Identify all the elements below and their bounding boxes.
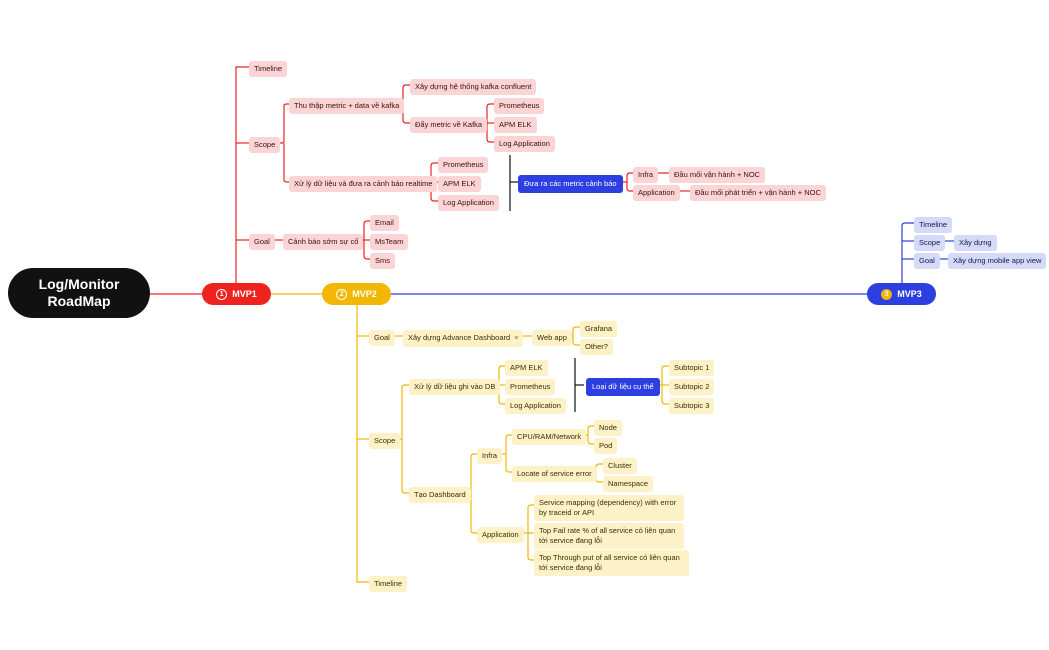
mvp1-early-alert[interactable]: Cảnh báo sớm sự cố [283,234,364,250]
mvp1-number-badge: 1 [216,288,228,300]
mvp3-scope-item[interactable]: Xây dựng [954,235,997,251]
mvp3-timeline[interactable]: Timeline [914,217,953,233]
mvp2-locate-item[interactable]: Namespace [603,476,654,492]
mvp1-process-item[interactable]: APM ELK [438,176,481,192]
mvp2-subtopic[interactable]: Subtopic 2 [669,379,715,395]
mvp2-create-dashboard[interactable]: Tạo Dashboard [409,487,471,503]
mvp2-locate-item[interactable]: Cluster [603,458,637,474]
mvp3-number-badge: 3 [881,288,893,300]
mvp2-web-item[interactable]: Other? [580,339,613,355]
mvp1-scope[interactable]: Scope [249,137,281,153]
mvp1-goal[interactable]: Goal [249,234,275,250]
mvp1-process-item[interactable]: Log Application [438,195,499,211]
mvp2-subtopic[interactable]: Subtopic 3 [669,398,715,414]
mvp1-process-data[interactable]: Xử lý dữ liệu và đưa ra cảnh báo realtim… [289,176,438,192]
mvp2-advance-dashboard[interactable]: Xây dựng Advance Dashboard≡ [403,330,524,347]
mvp2-locate-error[interactable]: Locate of service error [512,466,597,482]
mvp1-collect-metric[interactable]: Thu thập metric + data về kafka [289,98,405,114]
mvp1-infra[interactable]: Infra [633,167,659,183]
mvp1-channel[interactable]: Email [370,215,399,231]
mvp1-infra-owner[interactable]: Đầu mối vận hành + NOC [669,167,766,183]
mvp2-label: MVP2 [352,289,377,299]
mvp1-push-item[interactable]: Log Application [494,136,555,152]
mvp1-push-item[interactable]: Prometheus [494,98,545,114]
root-topic[interactable]: Log/Monitor RoadMap [8,268,150,318]
mvp3-goal[interactable]: Goal [914,253,940,269]
mvp2-scope[interactable]: Scope [369,433,401,449]
mvp3-label: MVP3 [897,289,922,299]
mvp1-kafka-system[interactable]: Xây dựng hệ thống kafka confluent [410,79,537,95]
mvp1-push-item[interactable]: APM ELK [494,117,537,133]
mvp1-alert-metric[interactable]: Đưa ra các metric cảnh báo [518,175,623,193]
mvp1-node[interactable]: 1 MVP1 [202,283,271,305]
mvp3-node[interactable]: 3 MVP3 [867,283,936,305]
mvp2-subtopic[interactable]: Subtopic 1 [669,360,715,376]
mvp2-store-item[interactable]: Log Application [505,398,566,414]
mvp2-node[interactable]: 2 MVP2 [322,283,391,305]
mvp1-timeline[interactable]: Timeline [249,61,288,77]
mvp2-store-item[interactable]: Prometheus [505,379,556,395]
mvp2-web-app[interactable]: Web app [532,330,572,346]
root-title-line1: Log/Monitor [38,276,120,292]
mvp1-channel[interactable]: Sms [370,253,395,269]
mvp2-application[interactable]: Application [477,527,524,543]
mvp1-application[interactable]: Application [633,185,680,201]
mvp2-app-item[interactable]: Top Fail rate % of all service có liên q… [534,523,684,549]
mvp1-process-item[interactable]: Prometheus [438,157,489,173]
mvp2-timeline[interactable]: Timeline [369,576,408,592]
mvp2-app-item[interactable]: Top Through put of all service có liên q… [534,550,689,576]
mvp2-web-item[interactable]: Grafana [580,321,618,337]
mvp3-goal-item[interactable]: Xây dựng mobile app view [948,253,1047,269]
mvp1-label: MVP1 [232,289,257,299]
mvp2-advance-dashboard-label: Xây dựng Advance Dashboard [408,333,511,342]
mvp3-scope[interactable]: Scope [914,235,946,251]
mvp2-cpu-ram-network[interactable]: CPU/RAM/Network [512,429,587,445]
mvp2-store-item[interactable]: APM ELK [505,360,548,376]
mvp2-store-db[interactable]: Xử lý dữ liệu ghi vào DB [409,379,501,395]
mvp2-cpu-item[interactable]: Node [594,420,622,436]
mvp2-infra[interactable]: Infra [477,448,503,464]
mvp2-app-item[interactable]: Service mapping (dependency) with error … [534,495,684,521]
mvp2-data-type[interactable]: Loại dữ liệu cụ thể [586,378,660,396]
mvp2-number-badge: 2 [336,288,348,300]
mvp2-cpu-item[interactable]: Pod [594,438,618,454]
mvp1-channel[interactable]: MsTeam [370,234,409,250]
notes-icon: ≡ [514,335,519,342]
mvp1-push-metric[interactable]: Đẩy metric về Kafka [410,117,488,133]
mvp2-goal[interactable]: Goal [369,330,395,346]
root-title-line2: RoadMap [47,293,111,309]
mvp1-app-owner[interactable]: Đầu mối phát triển + vận hành + NOC [690,185,826,201]
